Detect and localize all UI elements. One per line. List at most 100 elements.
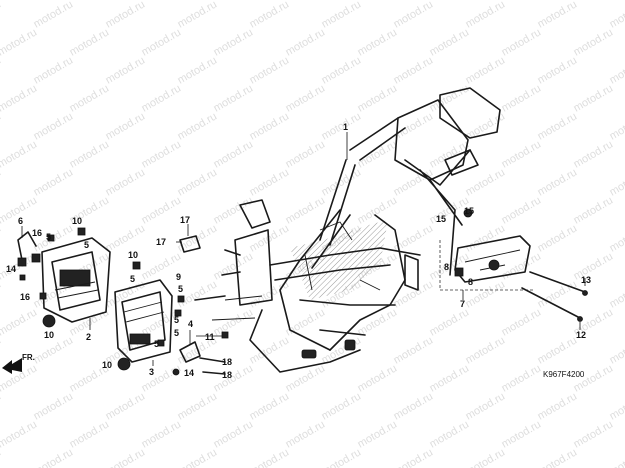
watermark-text: motod.ru [356,82,400,114]
watermark-text: motod.ru [68,26,112,58]
rods-illustration [521,271,588,322]
watermark-text: motod.ru [248,334,292,366]
callout-15b: 15 [464,206,474,216]
callout-10d: 10 [102,360,112,370]
watermark-text: motod.ru [464,390,508,422]
watermark-text: motod.ru [284,0,328,3]
watermark-text: motod.ru [248,0,292,31]
watermark-text: motod.ru [0,390,3,422]
watermark-text: motod.ru [392,334,436,366]
watermark-text: motod.ru [536,446,580,468]
fasteners-illustration [19,227,229,376]
watermark-text: motod.ru [284,26,328,58]
watermark-text: motod.ru [140,362,184,394]
callout-5e: 5 [174,315,179,325]
callout-15a: 15 [436,214,446,224]
watermark-text: motod.ru [392,446,436,468]
callout-5c: 5 [130,274,135,284]
watermark-text: motod.ru [284,82,328,114]
frame-body-illustration [211,87,501,373]
watermark-text: motod.ru [212,138,256,170]
callout-4: 4 [188,319,193,329]
watermark-text: motod.ru [212,418,256,450]
watermark-text: motod.ru [464,54,508,86]
watermark-text: motod.ru [320,446,364,468]
watermark-text: motod.ru [356,418,400,450]
watermark-text: motod.ru [392,278,436,310]
watermark-text: motod.ru [428,418,472,450]
callouts: 1 2 3 4 5 5 5 5 5 5 5 6 7 8 8 9 10 10 10… [6,122,591,380]
watermark-text: motod.ru [284,418,328,450]
callout-5f: 5 [174,328,179,338]
watermark-text: motod.ru [572,194,616,226]
watermark-text: motod.ru [140,418,184,450]
callout-16a: 16 [32,228,42,238]
watermark-text: motod.ru [176,446,220,468]
watermark-text: motod.ru [32,0,76,31]
watermark-text: motod.ru [0,138,39,170]
watermark-text: motod.ru [500,418,544,450]
watermark-text: motod.ru [32,54,76,86]
watermark-text: motod.ru [428,26,472,58]
watermark-text: motod.ru [572,418,616,450]
watermark-text: motod.ru [140,26,184,58]
watermark-text: motod.ru [428,0,472,3]
watermark-text: motod.ru [608,110,625,142]
watermark-text: motod.ru [320,166,364,198]
watermark-text: motod.ru [500,138,544,170]
watermark-text: motod.ru [320,110,364,142]
watermark-text: motod.ru [536,166,580,198]
watermark-text: motod.ru [608,446,625,468]
watermark-text: motod.ru [572,82,616,114]
watermark-text: motod.ru [536,334,580,366]
watermark-text: motod.ru [500,250,544,282]
callout-3: 3 [149,367,154,377]
watermark-text: motod.ru [248,54,292,86]
callout-2: 2 [86,332,91,342]
callout-18a: 18 [222,357,232,367]
watermark-text: motod.ru [464,446,508,468]
watermark-text: motod.ru [536,110,580,142]
callout-10a: 10 [72,216,82,226]
bracket-7-illustration [439,208,535,291]
watermark-text: motod.ru [140,82,184,114]
leader-lines [21,132,586,366]
callout-5a: 5 [46,232,51,242]
watermark-text: motod.ru [500,194,544,226]
watermark-text: motod.ru [608,0,625,31]
watermark-text: motod.ru [608,334,625,366]
watermark-text: motod.ru [104,446,148,468]
watermark-text: motod.ru [176,0,220,31]
watermark-text: motod.ru [608,278,625,310]
callout-5d: 5 [178,284,183,294]
watermark-text: motod.ru [0,418,39,450]
watermark-text: motod.ru [176,110,220,142]
watermark-text: motod.ru [104,390,148,422]
front-arrow [2,358,22,374]
watermark-text: motod.ru [248,110,292,142]
watermark-text: motod.ru [32,166,76,198]
watermark-text: motod.ru [32,390,76,422]
watermark-text: motod.ru [392,0,436,31]
watermark-text: motod.ru [0,0,3,31]
watermark-text: motod.ru [104,0,148,31]
watermark-text: motod.ru [392,222,436,254]
watermark-text: motod.ru [68,138,112,170]
watermark-text: motod.ru [0,26,39,58]
watermark-text: motod.ru [536,390,580,422]
callout-12: 12 [576,330,586,340]
watermark-text: motod.ru [140,138,184,170]
watermark-text: motod.ru [284,306,328,338]
watermark-text: motod.ru [428,306,472,338]
watermark-text: motod.ru [140,0,184,3]
watermark-text: motod.ru [0,82,39,114]
watermark-text: motod.ru [0,166,3,198]
callout-17b: 17 [156,237,166,247]
watermark-text: motod.ru [212,26,256,58]
watermark-text: motod.ru [500,26,544,58]
watermark-text: motod.ru [248,390,292,422]
watermark-text: motod.ru [464,0,508,31]
watermark-text: motod.ru [0,306,39,338]
